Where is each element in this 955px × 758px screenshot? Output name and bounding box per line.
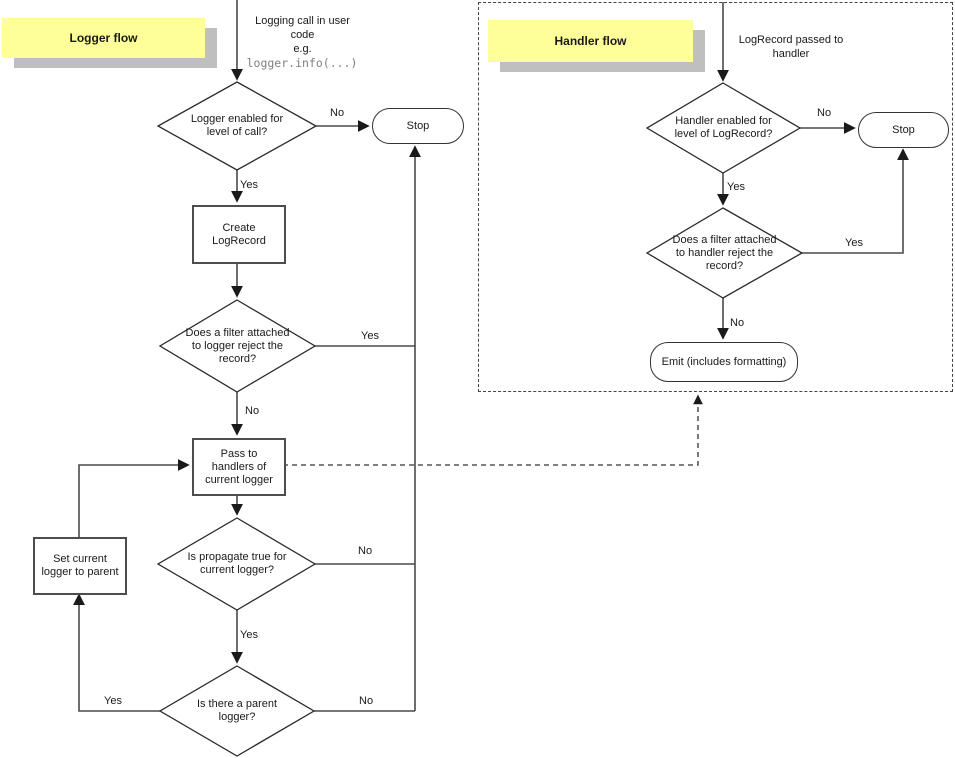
logger-flow-title-text: Logger flow xyxy=(69,31,138,45)
edge-label-enabled-yes: Yes xyxy=(240,179,258,191)
pass-to-handlers-label: Pass to handlers of current logger xyxy=(205,447,273,486)
edge-label-parent-yes: Yes xyxy=(104,695,122,707)
handler-flow-title: Handler flow xyxy=(488,20,693,62)
emit-node: Emit (includes formatting) xyxy=(650,342,798,382)
edge-label-filter-no: No xyxy=(245,405,260,417)
handler-start-note: LogRecord passed to handler xyxy=(738,34,844,60)
logger-flow-title: Logger flow xyxy=(2,18,205,58)
set-current-logger-node: Set current logger to parent xyxy=(33,537,127,595)
edge-label-propagate-yes: Yes xyxy=(240,629,258,641)
logger-start-code: logger.info(...) xyxy=(246,56,358,70)
set-current-logger-label: Set current logger to parent xyxy=(41,553,119,578)
edge-label-propagate-no: No xyxy=(358,545,373,557)
edge-label-henabled-yes: Yes xyxy=(727,181,745,193)
edge-parent-yes-to-setparent xyxy=(73,593,160,712)
edge-pass-to-handler-flow xyxy=(283,394,703,466)
emit-node-label: Emit (includes formatting) xyxy=(661,355,787,368)
decision-parent-logger xyxy=(158,665,316,757)
decision-propagate xyxy=(156,517,317,611)
decision-logger-filter xyxy=(158,299,317,393)
edge-label-hfilter-yes: Yes xyxy=(845,237,863,249)
edge-label-henabled-no: No xyxy=(817,107,832,119)
create-logrecord-node: Create LogRecord xyxy=(192,205,286,264)
decision-handler-enabled xyxy=(645,82,802,174)
pass-to-handlers-node: Pass to handlers of current logger xyxy=(192,438,286,496)
edge-hfilter-yes-to-stop xyxy=(802,148,909,254)
edge-label-enabled-no: No xyxy=(330,107,345,119)
stop-node-handler: Stop xyxy=(858,112,949,148)
create-logrecord-label: Create LogRecord xyxy=(212,221,266,247)
decision-handler-filter xyxy=(645,207,804,299)
logger-start-note: Logging call in user code e.g. xyxy=(255,15,350,55)
stop-node-logger-label: Stop xyxy=(406,119,430,132)
edge-setparent-to-pass xyxy=(78,459,190,537)
decision-logger-enabled xyxy=(156,81,318,171)
stop-node-handler-label: Stop xyxy=(892,123,915,136)
handler-flow-title-text: Handler flow xyxy=(554,34,627,48)
handler-flow-dashed-box xyxy=(478,2,953,392)
edge-label-hfilter-no: No xyxy=(730,317,745,329)
stop-node-logger: Stop xyxy=(372,108,464,144)
edge-label-parent-no: No xyxy=(359,695,374,707)
edge-label-filter-yes: Yes xyxy=(361,330,379,342)
